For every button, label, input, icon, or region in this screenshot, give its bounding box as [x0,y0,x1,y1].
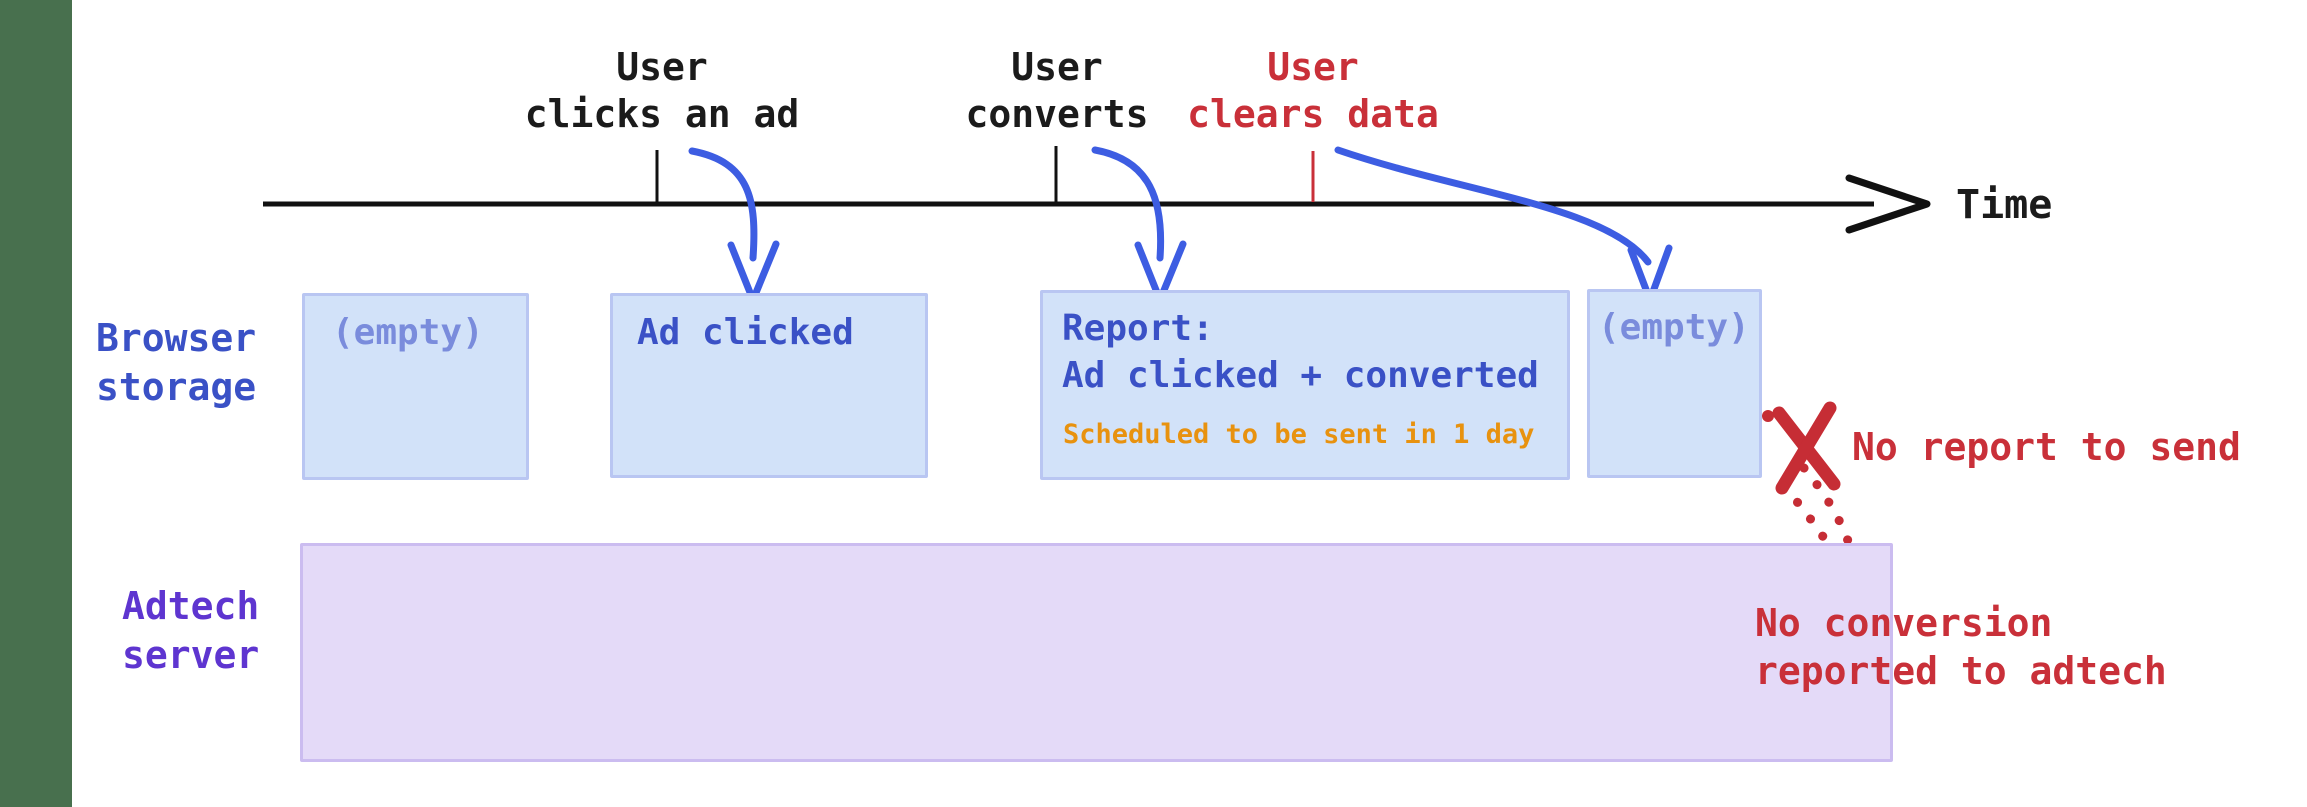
storage-box-report: Report: Ad clicked + converted Scheduled… [1040,290,1570,480]
no-report-annotation: No report to send [1852,425,2241,469]
no-conversion-line: reported to adtech [1755,649,2167,693]
arrow-click-to-storage [688,147,758,262]
storage-box-empty-1: (empty) [302,293,529,480]
report-schedule-note: Scheduled to be sent in 1 day [1063,419,1535,450]
event-label-ad-click: User clicks an ad [525,44,800,138]
browser-storage-label-line: storage [96,365,257,409]
storage-box-ad-clicked: Ad clicked [610,293,928,478]
event-label-line: User [1267,45,1359,89]
adtech-server-box [300,543,1893,762]
adtech-server-label-line: Adtech [122,584,260,628]
storage-box-empty-2: (empty) [1587,289,1762,478]
no-conversion-line: No conversion [1755,601,2053,645]
event-label-convert: User converts [965,44,1148,138]
arrow-convert-to-storage [1091,146,1165,262]
event-label-clear-data: User clears data [1187,44,1439,138]
storage-box-text: (empty) [1598,307,1750,348]
event-label-line: User [1011,45,1103,89]
arrow-clear-to-storage [1334,146,1652,266]
event-label-line: clicks an ad [524,92,800,136]
dotted-arrow-strand [1799,463,1856,555]
event-label-line: User [616,45,708,89]
storage-box-text: Ad clicked [637,312,854,353]
no-conversion-annotation: No conversion reported to adtech [1755,599,2167,695]
time-axis-label: Time [1956,182,2053,228]
x-mark-dot [1762,410,1774,422]
browser-storage-label-line: Browser [96,316,257,360]
left-edge-stripe [0,0,72,807]
event-label-line: clears data [1187,92,1439,136]
adtech-server-label: Adtech server [122,582,259,680]
report-body: Ad clicked + converted [1062,355,1539,396]
time-arrowhead-icon [1845,174,1931,234]
report-title: Report: [1062,308,1214,349]
browser-storage-label: Browser storage [96,314,256,412]
storage-box-text: (empty) [332,312,484,353]
adtech-server-label-line: server [122,633,260,677]
x-mark-icon [1775,401,1837,495]
event-label-line: converts [965,92,1149,136]
